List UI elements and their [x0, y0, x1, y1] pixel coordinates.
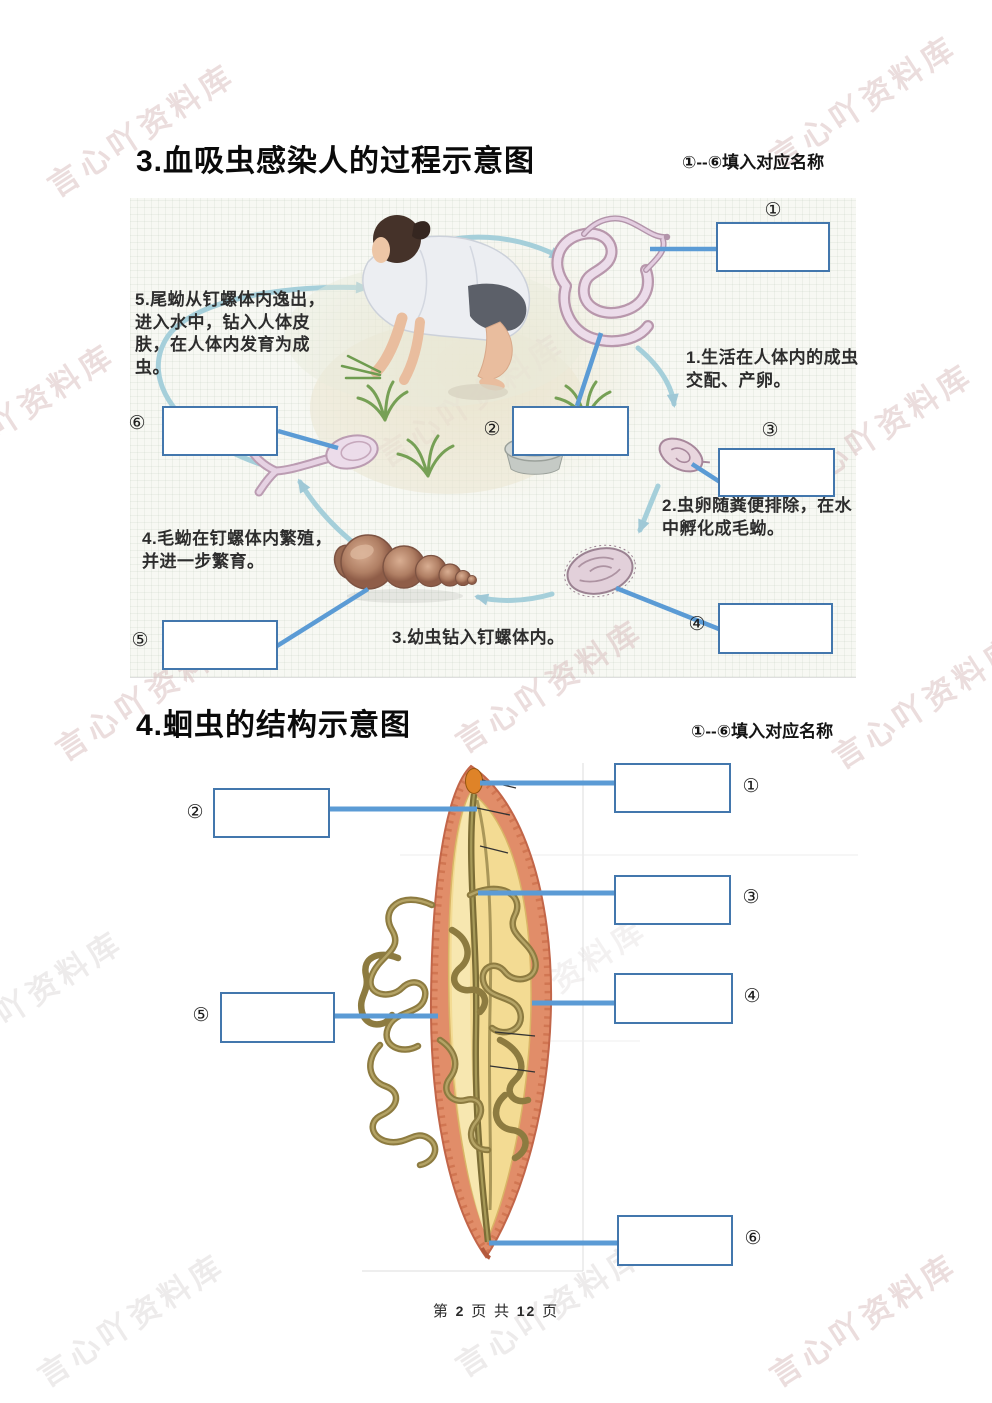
answer-box-s4-3[interactable] [614, 875, 731, 925]
snail-illustration [333, 534, 477, 603]
section3-title: 3.血吸虫感染人的过程示意图 [136, 145, 536, 178]
cycle-arrow [637, 483, 661, 534]
egg-illustration [658, 437, 710, 473]
connector-line [615, 585, 720, 632]
adult-worms-illustration [551, 215, 671, 348]
cercaria-illustration [246, 434, 379, 497]
answer-box-s3-6[interactable] [162, 406, 278, 456]
roundworm-illustration [357, 764, 553, 1260]
step-2-text: 2.虫卵随粪便排除，在水中孵化成毛蚴。 [662, 496, 853, 538]
answer-box-s3-3[interactable] [718, 448, 835, 497]
section3-instruction: ①--⑥填入对应名称 [682, 153, 825, 172]
miracidium-illustration [564, 544, 636, 598]
step-5-text: 5.尾蚴从钉螺体内逸出，进入水中，钻入人体皮肤，在人体内发育为成虫。 [135, 290, 326, 377]
answer-box-s3-2[interactable] [512, 406, 629, 456]
circled-number-4: ④ [688, 613, 706, 635]
circled-number-2: ② [483, 418, 501, 440]
answer-box-s3-5[interactable] [162, 620, 278, 670]
step-3-text: 3.幼虫钻入钉螺体内。 [392, 628, 565, 647]
section4-title: 4.蛔虫的结构示意图 [136, 709, 412, 742]
circled-number-3: ③ [742, 886, 760, 908]
answer-box-s4-4[interactable] [614, 973, 733, 1024]
cycle-arrow [474, 591, 555, 606]
answer-box-s3-1[interactable] [716, 222, 830, 272]
answer-box-s4-1[interactable] [614, 763, 731, 813]
footer-suffix: 页 [542, 1304, 560, 1320]
footer-page-number: 2 [455, 1303, 466, 1319]
circled-number-1: ① [742, 775, 760, 797]
answer-box-s4-2[interactable] [213, 788, 330, 838]
connector-line [690, 462, 722, 484]
cycle-arrow [635, 345, 679, 408]
footer-prefix: 第 [432, 1304, 450, 1320]
circled-number-5: ⑤ [192, 1004, 210, 1026]
circled-number-1: ① [764, 199, 782, 221]
step-1-text: 1.生活在人体内的成虫交配、产卵。 [686, 348, 859, 390]
connector-line [574, 332, 604, 407]
answer-box-s3-4[interactable] [718, 603, 833, 654]
circled-number-3: ③ [761, 419, 779, 441]
footer-total-pages: 12 [516, 1303, 537, 1319]
footer-middle: 页 共 [471, 1304, 511, 1320]
page-footer: 第 2 页 共 12 页 [0, 1300, 992, 1321]
circled-number-6: ⑥ [128, 412, 146, 434]
answer-box-s4-5[interactable] [220, 992, 335, 1043]
answer-box-s4-6[interactable] [617, 1215, 733, 1266]
circled-number-4: ④ [743, 985, 761, 1007]
connector-line [277, 428, 339, 451]
circled-number-2: ② [186, 801, 204, 823]
circled-number-5: ⑤ [131, 629, 149, 651]
step-4-text: 4.毛蚴在钉螺体内繁殖，并进一步繁育。 [142, 529, 333, 571]
connector-lines-diagram1 [275, 246, 722, 648]
section4-instruction: ①--⑥填入对应名称 [691, 722, 834, 741]
circled-number-6: ⑥ [744, 1227, 762, 1249]
connector-lines-diagram2 [330, 780, 617, 1246]
connector-line [275, 587, 370, 648]
